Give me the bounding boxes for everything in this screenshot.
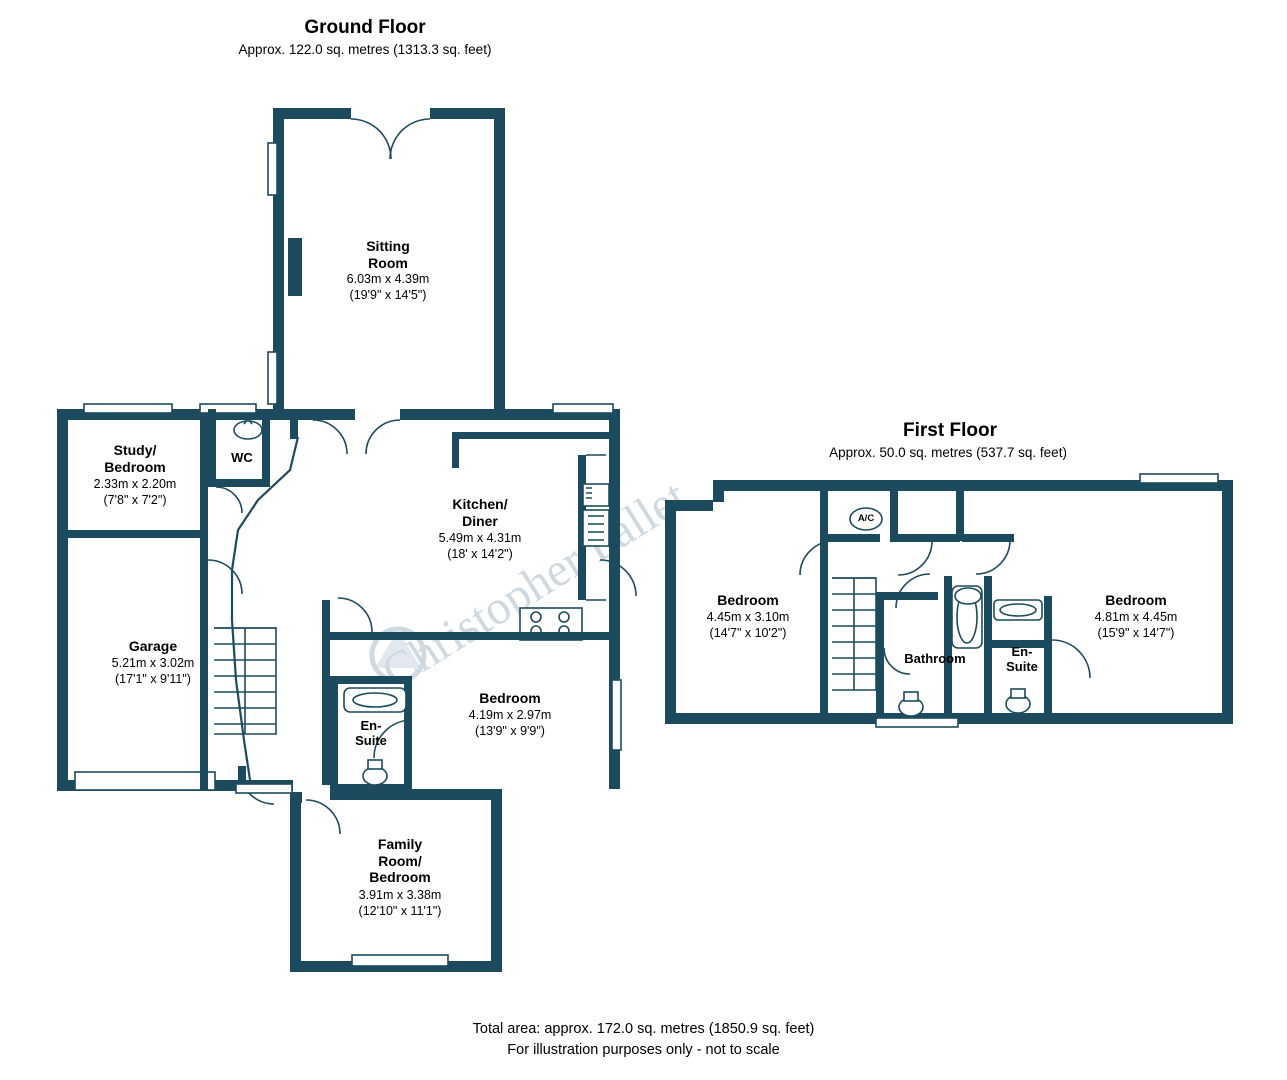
disclaimer-text: For illustration purposes only - not to … [507,1042,780,1058]
first-floor-stairs [832,577,877,691]
room-label-sitting-room: Sitting Room [366,238,410,271]
first-floor-plan [665,473,1233,728]
room-dims-study-metric: 2.33m x 2.20m [93,477,177,491]
room-label-wc: WC [231,450,253,465]
room-dims-first-bedroom-right-metric: 4.81m x 4.45m [1094,610,1178,624]
room-dims-family-room-imperial: (12'10" x 11'1") [358,904,442,918]
room-dims-first-bedroom-left-imperial: (14'7" x 10'2") [709,626,787,640]
room-label-study-bedroom: Study/ Bedroom [104,442,166,475]
room-dims-kitchen-metric: 5.49m x 4.31m [438,531,522,545]
room-dims-kitchen-imperial: (18' x 14'2") [447,547,513,561]
room-dims-garage-metric: 5.21m x 3.02m [111,656,195,670]
room-label-ground-bedroom: Bedroom [479,690,541,706]
room-label-first-bedroom-right: Bedroom [1105,592,1167,608]
room-dims-first-bedroom-left-metric: 4.45m x 3.10m [706,610,790,624]
room-label-first-en-suite: En- Suite [1006,644,1038,675]
ground-floor-plan [57,108,637,972]
room-dims-study-imperial: (7'8" x 7'2") [103,493,167,507]
garage-stairs [214,627,277,735]
room-dims-ground-bedroom-imperial: (13'9" x 9'9") [475,724,545,738]
first-floor-area: Approx. 50.0 sq. metres (537.7 sq. feet) [829,445,1067,460]
room-dims-first-bedroom-right-imperial: (15'9" x 14'7") [1097,626,1175,640]
label-ac-cupboard: A/C [857,513,875,524]
room-label-bathroom: Bathroom [904,651,966,666]
room-label-family-room: Family Room/ Bedroom [369,836,431,886]
room-dims-sitting-room-imperial: (19'9" x 14'5") [349,288,427,302]
room-dims-sitting-room-metric: 6.03m x 4.39m [346,272,430,286]
first-floor-title: First Floor [903,420,997,441]
room-label-kitchen-diner: Kitchen/ Diner [452,496,508,529]
room-dims-ground-bedroom-metric: 4.19m x 2.97m [468,708,552,722]
room-label-ground-en-suite: En- Suite [355,718,387,749]
room-label-first-bedroom-left: Bedroom [717,592,779,608]
room-label-garage: Garage [128,638,178,654]
total-area-text: Total area: approx. 172.0 sq. metres (18… [472,1021,815,1037]
room-dims-garage-imperial: (17'1" x 9'11") [115,672,191,686]
ground-floor-area: Approx. 122.0 sq. metres (1313.3 sq. fee… [238,42,492,57]
ground-floor-title: Ground Floor [304,17,426,38]
room-dims-family-room-metric: 3.91m x 3.38m [358,888,442,902]
